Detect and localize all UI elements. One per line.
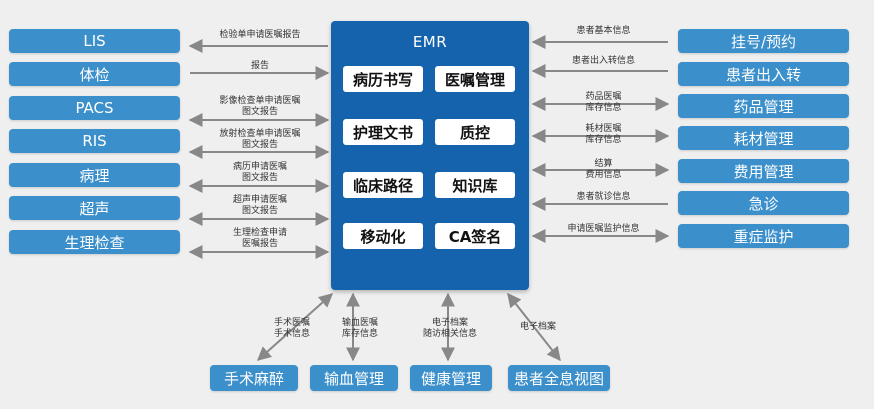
emr-core-block: EMR 病历书写 医嘱管理 护理文书 质控 临床路径 知识库 移动化 CA签名 (331, 21, 529, 290)
system-pharmacy[interactable]: 药品管理 (678, 94, 849, 118)
module-medical-record-writing[interactable]: 病历书写 (343, 66, 423, 92)
flow-label-physical-exam: 报告 (250, 61, 269, 71)
flow-label-pacs: 影像检查单申请医嘱 图文报告 (219, 96, 301, 117)
system-pacs[interactable]: PACS (9, 96, 180, 120)
emr-title: EMR (412, 33, 448, 51)
module-quality-control[interactable]: 质控 (435, 119, 515, 145)
system-patient-holographic-view[interactable]: 患者全息视图 (508, 365, 610, 391)
module-knowledge-base[interactable]: 知识库 (435, 172, 515, 198)
flow-label-billing: 结算 费用信息 (585, 159, 622, 180)
module-nursing-documents[interactable]: 护理文书 (343, 119, 423, 145)
arrow-surgery (256, 293, 334, 361)
system-emergency[interactable]: 急诊 (678, 191, 849, 215)
system-ris[interactable]: RIS (9, 129, 180, 153)
flow-label-admission: 患者出入转信息 (571, 56, 635, 66)
flow-label-emergency: 患者就诊信息 (576, 192, 631, 202)
system-physiology-exam[interactable]: 生理检查 (9, 230, 180, 254)
system-physical-exam[interactable]: 体检 (9, 62, 180, 86)
arrow-holographic (507, 292, 561, 362)
module-order-management[interactable]: 医嘱管理 (435, 66, 515, 92)
flow-label-holographic: 电子档案 (519, 322, 556, 332)
system-blood-transfusion[interactable]: 输血管理 (310, 365, 398, 391)
system-consumables[interactable]: 耗材管理 (678, 126, 849, 150)
system-health-management[interactable]: 健康管理 (410, 365, 492, 391)
system-registration[interactable]: 挂号/预约 (678, 29, 849, 53)
flow-label-pharmacy: 药品医嘱 库存信息 (585, 92, 622, 113)
flow-label-registration: 患者基本信息 (576, 26, 631, 36)
flow-label-transfusion: 输血医嘱 库存信息 (341, 318, 378, 339)
module-ca-signature[interactable]: CA签名 (435, 223, 515, 249)
system-ultrasound[interactable]: 超声 (9, 196, 180, 220)
module-mobile[interactable]: 移动化 (343, 223, 423, 249)
flow-label-ultrasound: 超声申请医嘱 图文报告 (232, 195, 287, 216)
system-surgery-anesthesia[interactable]: 手术麻醉 (210, 365, 298, 391)
system-pathology[interactable]: 病理 (9, 163, 180, 187)
flow-label-health: 电子档案 随访相关信息 (422, 318, 477, 339)
flow-label-pathology: 病历申请医嘱 图文报告 (232, 162, 287, 183)
flow-label-icu: 申请医嘱监护信息 (567, 224, 640, 234)
flow-label-physiology: 生理检查申请 医嘱报告 (232, 228, 287, 249)
system-icu[interactable]: 重症监护 (678, 224, 849, 248)
flow-label-lis: 检验单申请医嘱报告 (219, 30, 301, 40)
flow-label-surgery: 手术医嘱 手术信息 (273, 318, 310, 339)
system-admission-transfer[interactable]: 患者出入转 (678, 62, 849, 86)
module-clinical-pathway[interactable]: 临床路径 (343, 172, 423, 198)
flow-label-consumables: 耗材医嘱 库存信息 (585, 124, 622, 145)
system-lis[interactable]: LIS (9, 29, 180, 53)
flow-label-ris: 放射检查单申请医嘱 图文报告 (219, 129, 301, 150)
system-billing[interactable]: 费用管理 (678, 159, 849, 183)
